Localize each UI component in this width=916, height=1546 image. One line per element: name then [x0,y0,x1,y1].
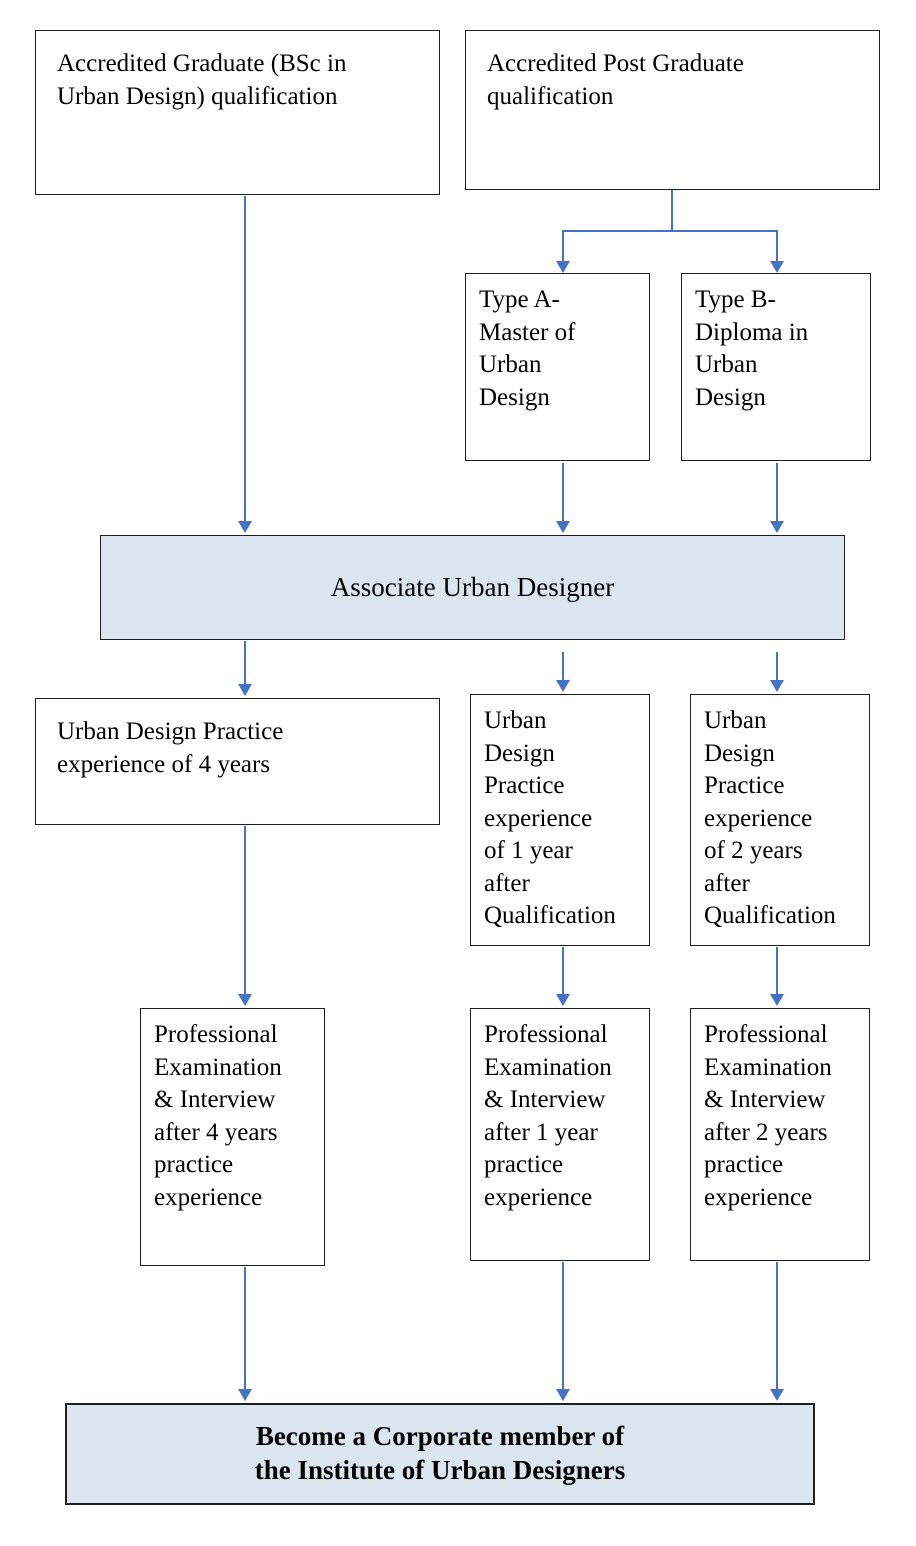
arrow-branch-to-type-a [562,230,564,261]
node-type-b-diploma: Type B- Diploma in Urban Design [681,273,871,461]
arrow-exp2-to-exam2 [776,947,778,994]
connector-postgrad-stem [671,190,673,232]
arrow-exam1-to-corporate [562,1262,564,1389]
node-exam-4-years: Professional Examination & Interview aft… [140,1008,325,1266]
arrow-associate-to-exp2 [776,652,778,680]
node-accredited-graduate: Accredited Graduate (BSc in Urban Design… [35,30,440,195]
node-experience-4-years: Urban Design Practice experience of 4 ye… [35,698,440,825]
node-experience-2-years: Urban Design Practice experience of 2 ye… [690,694,870,946]
node-corporate-member: Become a Corporate member of the Institu… [65,1403,815,1505]
node-exam-1-year: Professional Examination & Interview aft… [470,1008,650,1261]
node-type-a-master: Type A- Master of Urban Design [465,273,650,461]
node-associate-urban-designer: Associate Urban Designer [100,535,845,640]
arrow-branch-to-type-b [776,230,778,261]
node-exam-2-years: Professional Examination & Interview aft… [690,1008,870,1261]
arrow-exp4-to-exam4 [244,826,246,994]
arrow-type-b-to-associate [776,463,778,521]
node-accredited-postgraduate: Accredited Post Graduate qualification [465,30,880,190]
arrow-exam4-to-corporate [244,1267,246,1389]
arrow-grad-to-associate [244,196,246,521]
arrow-exam2-to-corporate [776,1262,778,1389]
arrow-exp1-to-exam1 [562,947,564,994]
arrow-associate-to-exp1 [562,652,564,680]
arrow-type-a-to-associate [562,463,564,521]
arrow-associate-to-exp4 [244,641,246,684]
connector-postgrad-branch [562,230,778,232]
node-experience-1-year: Urban Design Practice experience of 1 ye… [470,694,650,946]
